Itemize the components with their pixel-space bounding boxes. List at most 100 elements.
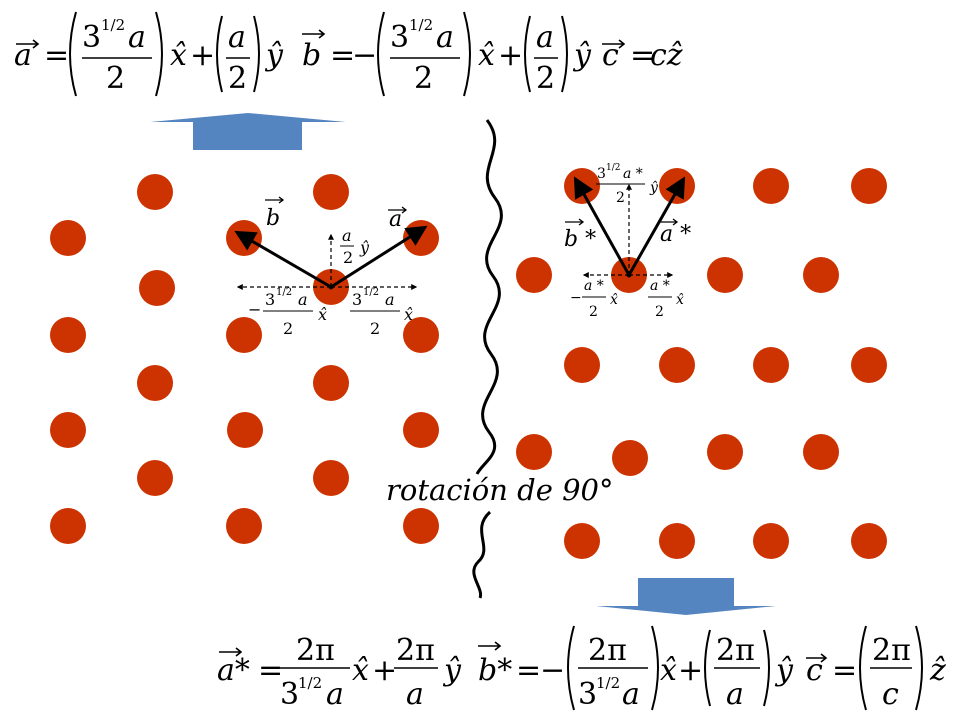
lattice-point	[516, 257, 552, 293]
label-vec-a: a	[389, 207, 402, 232]
eq-a-den: 2	[106, 61, 125, 96]
xcomp-left-hat: x̂	[318, 305, 327, 324]
eq-bstar-num2: 2π	[716, 633, 755, 668]
lattice-point	[564, 168, 600, 204]
left-lattice	[50, 174, 439, 544]
lattice-point	[226, 317, 262, 353]
lattice-point	[851, 168, 887, 204]
wavy-separator	[475, 119, 503, 475]
wavy-separator-lower	[472, 510, 492, 599]
vector-a-arrow	[330, 225, 428, 289]
eq-bstar-denvar: a	[622, 677, 640, 712]
vector-a-star-arrow	[627, 176, 686, 276]
xcomp-left-den: 2	[589, 304, 598, 320]
eq-cstar-equals: =	[832, 653, 857, 688]
vector-arrow-icon	[265, 196, 285, 204]
eq-cstar-den: c	[882, 677, 899, 712]
right-lattice-vectors	[573, 176, 686, 278]
right-paren	[155, 11, 163, 97]
xcomp-right-num: 3	[352, 290, 362, 309]
xcomp-right-var: a	[385, 290, 395, 309]
vector-arrow-icon	[602, 39, 626, 49]
lattice-point	[313, 460, 349, 496]
lattice-point	[753, 347, 789, 383]
eq-a-plus: +	[190, 38, 215, 73]
vector-b-star-arrow	[573, 176, 631, 276]
ycomp-var: a *	[623, 166, 643, 182]
eq-astar-den2: a	[406, 677, 424, 712]
eq-b-den: 2	[414, 61, 433, 96]
ycomp-num: a	[342, 226, 352, 245]
lattice-point	[313, 174, 349, 210]
eq-bstar-haty: ŷ	[774, 653, 794, 688]
vector-arrow-icon	[388, 206, 408, 214]
xcomp-right-hat: x̂	[676, 292, 684, 308]
bottom-equations: a* = 2π 3 1/2 a x̂ + 2π a ŷ b* = − 2π 3 …	[217, 625, 946, 712]
eq-cstar-num: 2π	[872, 633, 911, 668]
xcomp-left-sup: 1/2	[276, 287, 292, 298]
eq-b-minus: −	[352, 38, 377, 73]
eq-a-num: 3	[82, 20, 101, 55]
eq-a-num2: a	[228, 20, 246, 55]
lattice-point	[659, 523, 695, 559]
lattice-point	[564, 523, 600, 559]
vector-arrow-icon	[219, 647, 243, 657]
eq-b-haty: ŷ	[572, 38, 592, 73]
eq-a-den2: 2	[228, 61, 247, 96]
eq-b-num2: a	[536, 20, 554, 55]
eq-b-plus: +	[498, 38, 523, 73]
left-paren	[69, 11, 77, 97]
lattice-point	[137, 460, 173, 496]
eq-bstar-hatx: x̂	[660, 653, 677, 688]
top-eq-b: b = − 3 1/2 a 2 x̂ + a 2 ŷ	[302, 11, 592, 97]
lattice-point	[659, 347, 695, 383]
eq-bstar-densup: 1/2	[596, 674, 620, 692]
lattice-point	[137, 365, 173, 401]
eq-astar-den: 3	[280, 677, 299, 712]
right-lattice	[516, 168, 887, 559]
eq-astar-densup: 1/2	[298, 674, 322, 692]
eq-b-sup: 1/2	[409, 16, 433, 34]
eq-astar-equals: =	[258, 653, 283, 688]
eq-b-lhs: b	[302, 38, 321, 73]
lattice-point	[753, 168, 789, 204]
lattice-point	[707, 434, 743, 470]
eq-bstar-plus: +	[678, 653, 703, 688]
eq-b-equals: =	[330, 38, 355, 73]
lattice-point	[403, 317, 439, 353]
lattice-point	[50, 220, 86, 256]
right-vector-labels: b * a *	[564, 218, 691, 252]
lattice-point	[803, 257, 839, 293]
vector-arrow-icon	[302, 29, 326, 39]
eq-a-numvar: a	[128, 20, 146, 55]
left-lattice-vectors	[234, 225, 428, 290]
eq-c-rhs: cẑ	[650, 38, 683, 73]
lattice-point	[313, 365, 349, 401]
xcomp-right-num: a *	[650, 278, 670, 294]
ycomp-hat: ŷ	[649, 179, 659, 196]
eq-bstar-minus: −	[540, 653, 565, 688]
lattice-point	[50, 508, 86, 544]
vector-arrow-icon	[16, 39, 40, 49]
label-vec-b: b	[266, 206, 280, 231]
eq-a-hatx: x̂	[170, 38, 187, 73]
xcomp-right-den: 2	[655, 304, 664, 320]
left-component-labels: a 2 ŷ − 3 1/2 a 2 x̂ 3 1/2 a 2 x̂	[248, 226, 413, 338]
vector-arrow-icon	[659, 218, 679, 226]
xcomp-right-den: 2	[370, 319, 380, 338]
right-component-labels: 3 1/2 a * 2 ŷ − a * 2 x̂ a * 2 x̂	[570, 163, 684, 320]
eq-a-sup: 1/2	[101, 16, 125, 34]
down-block-arrow-icon	[596, 578, 776, 615]
vector-arrow-icon	[806, 653, 828, 663]
lattice-point	[612, 440, 648, 476]
xcomp-left-minus: −	[248, 300, 261, 319]
lattice-point	[403, 508, 439, 544]
eq-b-numvar: a	[436, 20, 454, 55]
left-vector-labels: b a	[265, 196, 408, 232]
ycomp-num: 3	[597, 166, 606, 182]
eq-astar-denvar: a	[326, 677, 344, 712]
xcomp-right-hat: x̂	[404, 305, 413, 324]
ycomp-den: 2	[343, 248, 353, 267]
eq-bstar-den: 3	[578, 677, 597, 712]
